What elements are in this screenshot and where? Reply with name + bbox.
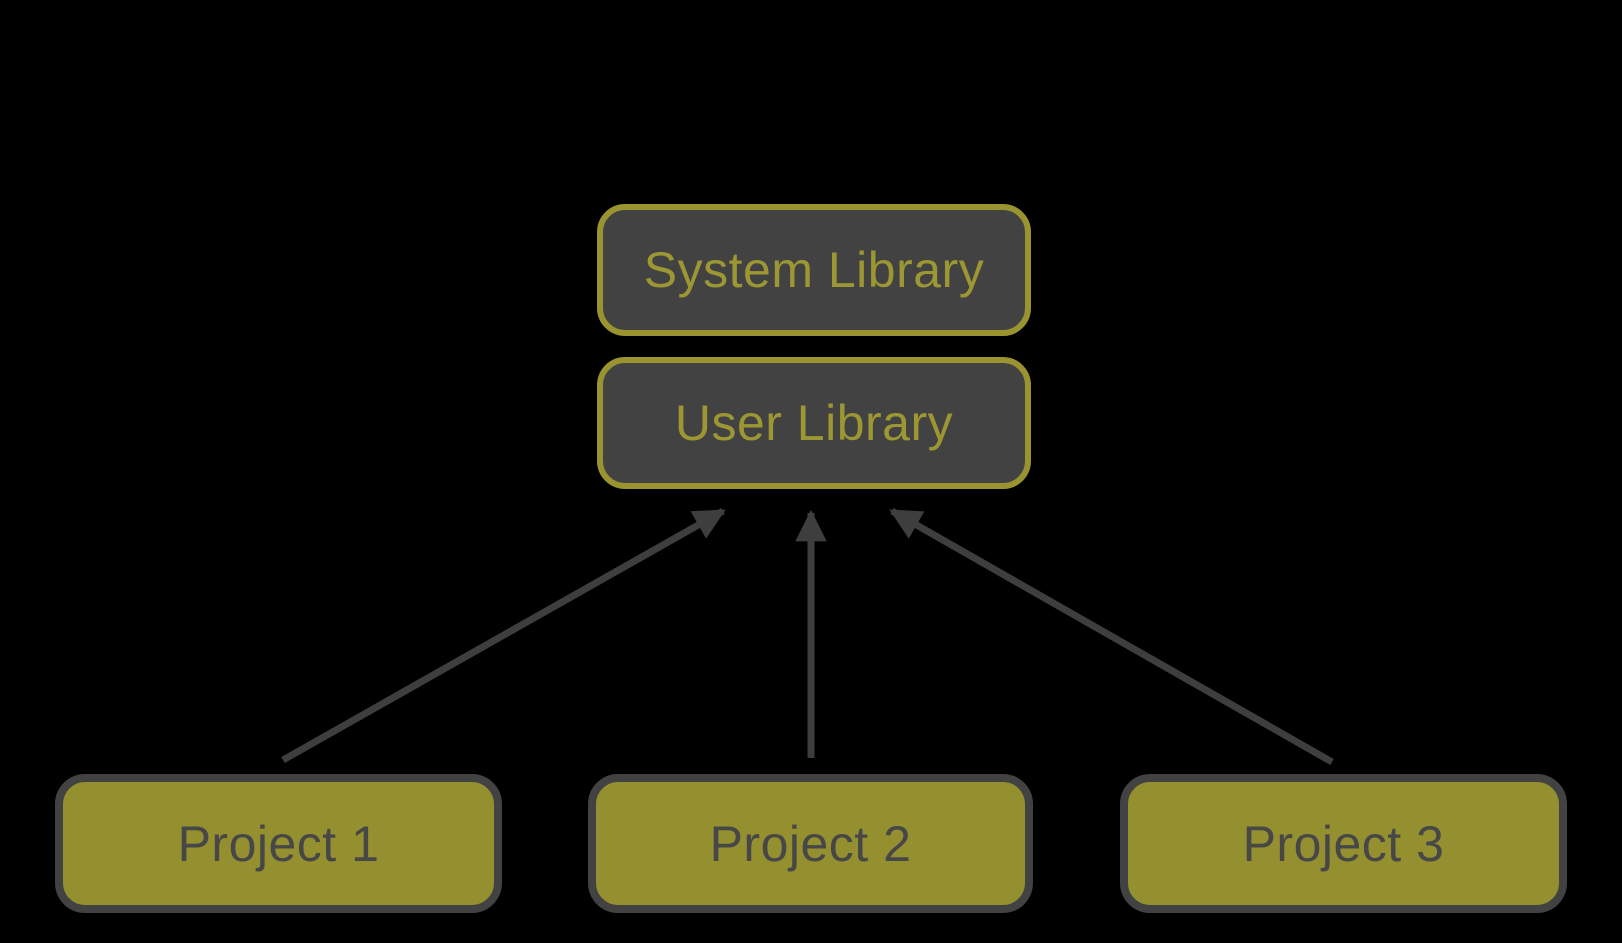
project-2-label: Project 2 — [709, 815, 912, 872]
system-library-node: System Library — [597, 204, 1031, 336]
edge-project3-to-userlibrary — [889, 507, 1334, 766]
project-3-label: Project 3 — [1242, 815, 1445, 872]
system-library-label: System Library — [643, 242, 985, 298]
project-1-node: Project 1 — [55, 774, 502, 913]
edge-project1-to-userlibrary — [281, 507, 726, 764]
user-library-node: User Library — [597, 357, 1031, 489]
project-2-node: Project 2 — [588, 774, 1033, 913]
project-3-node: Project 3 — [1120, 774, 1567, 913]
user-library-label: User Library — [674, 395, 954, 451]
project-1-label: Project 1 — [177, 815, 380, 872]
